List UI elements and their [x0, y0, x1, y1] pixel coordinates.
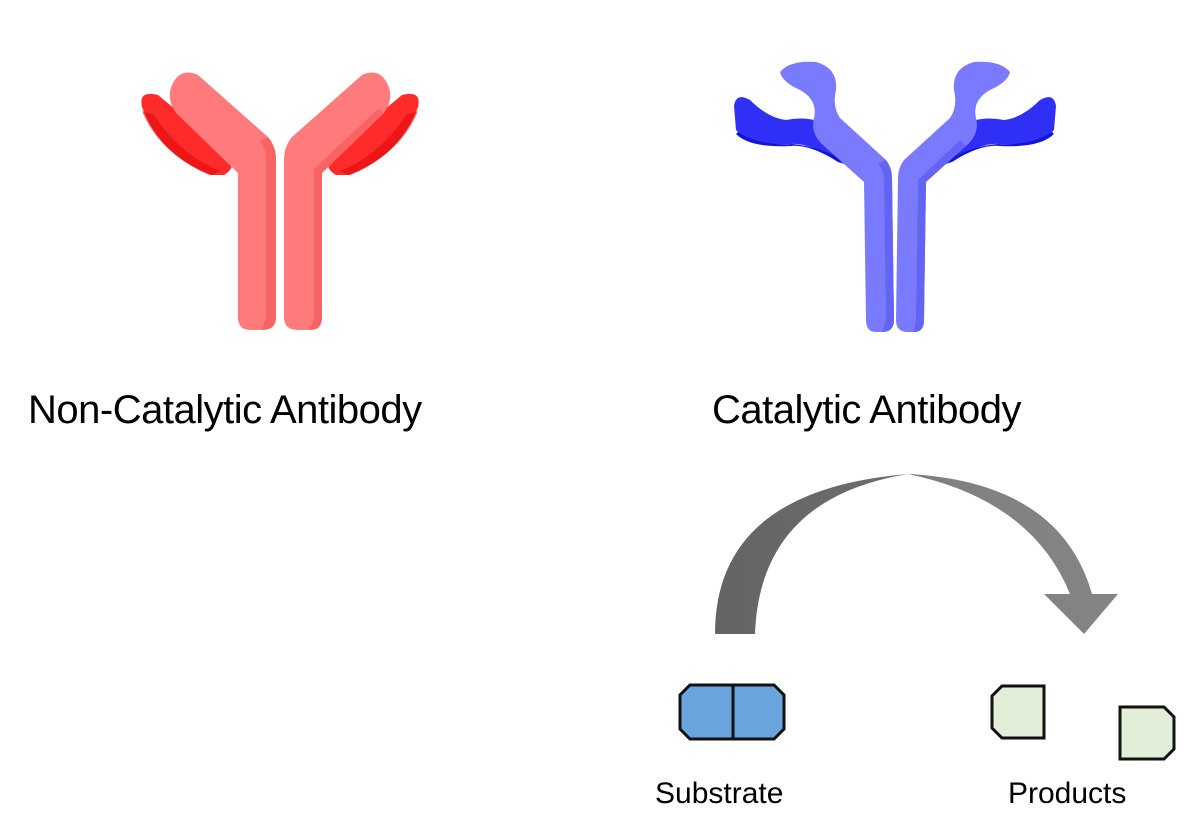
product-molecule-2	[1118, 705, 1176, 761]
antibody-icon	[141, 72, 419, 331]
substrate-molecule	[678, 683, 786, 741]
catalytic-antibody-label: Catalytic Antibody	[712, 388, 1021, 432]
reaction-arrow	[700, 470, 1130, 640]
non-catalytic-antibody	[120, 55, 440, 345]
products-label: Products	[1008, 777, 1127, 810]
catalytic-antibody-icon	[734, 61, 1056, 332]
curved-arrow-icon	[715, 474, 1118, 634]
catalytic-antibody	[720, 50, 1070, 340]
non-catalytic-antibody-label: Non-Catalytic Antibody	[28, 388, 422, 432]
product-molecule-1	[990, 684, 1048, 740]
substrate-label: Substrate	[655, 777, 784, 810]
